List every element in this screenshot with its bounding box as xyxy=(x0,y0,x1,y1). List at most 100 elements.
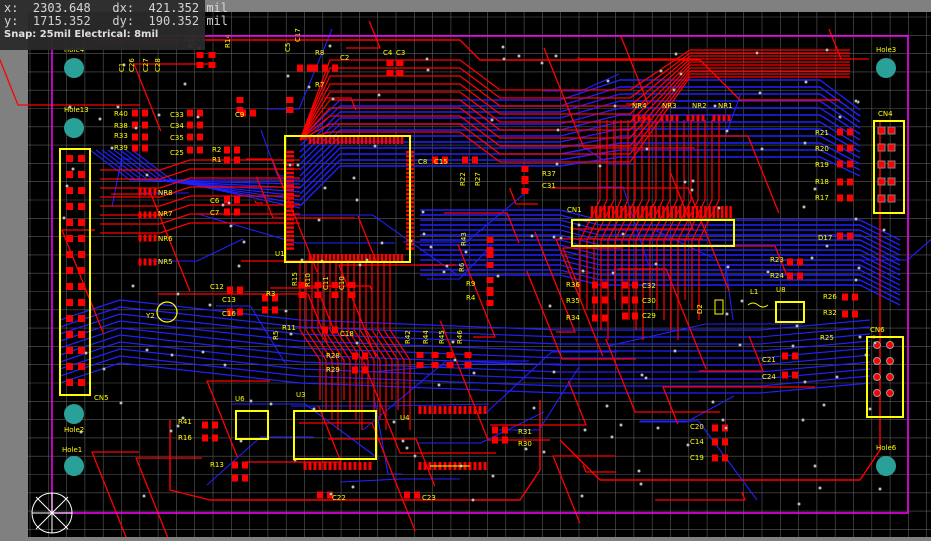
designator-r4[interactable]: R4 xyxy=(466,294,476,302)
designator-r42[interactable]: R42 xyxy=(404,330,412,344)
designator-r27[interactable]: R27 xyxy=(474,172,482,186)
designator-c22[interactable]: C22 xyxy=(332,494,346,502)
designator-r25[interactable]: R25 xyxy=(820,334,834,342)
designator-r19[interactable]: R19 xyxy=(815,161,829,169)
designator-c25[interactable]: C25 xyxy=(170,149,184,157)
designator-c33[interactable]: C33 xyxy=(170,111,184,119)
designator-c13[interactable]: C13 xyxy=(222,296,236,304)
designator-r7[interactable]: R7 xyxy=(315,81,324,89)
designator-c4[interactable]: C4 xyxy=(383,49,393,57)
designator-r26[interactable]: R26 xyxy=(823,293,837,301)
designator-r23[interactable]: R23 xyxy=(770,256,784,264)
designator-nr4[interactable]: NR4 xyxy=(632,102,647,110)
designator-r15[interactable]: R15 xyxy=(291,272,299,286)
designator-r44[interactable]: R44 xyxy=(422,330,430,344)
designator-c16[interactable]: C16 xyxy=(222,310,236,318)
designator-r16[interactable]: R16 xyxy=(178,434,192,442)
designator-r31[interactable]: R31 xyxy=(518,428,532,436)
designator-c23[interactable]: C23 xyxy=(422,494,436,502)
designator-r32[interactable]: R32 xyxy=(823,309,837,317)
designator-d17[interactable]: D17 xyxy=(818,234,832,242)
designator-c27[interactable]: C27 xyxy=(142,58,150,72)
designator-nr3[interactable]: NR3 xyxy=(662,102,677,110)
designator-hole4[interactable]: Hole4 xyxy=(64,46,85,54)
designator-hole13[interactable]: Hole13 xyxy=(64,106,89,114)
designator-r17[interactable]: R17 xyxy=(815,194,829,202)
designator-r38[interactable]: R38 xyxy=(114,122,128,130)
designator-r21[interactable]: R21 xyxy=(815,129,829,137)
designator-r9[interactable]: R9 xyxy=(466,280,475,288)
designator-cn4[interactable]: CN4 xyxy=(878,110,893,118)
designator-u4[interactable]: U4 xyxy=(400,414,410,422)
designator-cn6[interactable]: CN6 xyxy=(870,326,885,334)
designator-c32[interactable]: C32 xyxy=(642,282,656,290)
designator-c12[interactable]: C12 xyxy=(210,283,224,291)
designator-u6[interactable]: U6 xyxy=(235,395,245,403)
designator-r28[interactable]: R28 xyxy=(326,352,340,360)
designator-c19[interactable]: C19 xyxy=(690,454,704,462)
designator-c35[interactable]: C35 xyxy=(170,134,184,142)
designator-nr5[interactable]: NR5 xyxy=(158,258,173,266)
designator-d2[interactable]: D2 xyxy=(696,304,704,314)
designator-u8[interactable]: U8 xyxy=(776,286,786,294)
designator-c20[interactable]: C20 xyxy=(690,423,704,431)
designator-r6[interactable]: R6 xyxy=(458,262,466,272)
designator-r37[interactable]: R37 xyxy=(542,170,556,178)
designator-c18[interactable]: C18 xyxy=(340,330,354,338)
designator-r13[interactable]: R13 xyxy=(210,461,224,469)
designator-r34[interactable]: R34 xyxy=(566,314,580,322)
designator-nr2[interactable]: NR2 xyxy=(692,102,707,110)
designator-c15[interactable]: C15 xyxy=(434,158,448,166)
designator-r11[interactable]: R11 xyxy=(282,324,296,332)
designator-nr6[interactable]: NR6 xyxy=(158,235,173,243)
designator-hole1[interactable]: Hole1 xyxy=(62,446,82,454)
designator-r2[interactable]: R2 xyxy=(212,146,221,154)
designator-hole2[interactable]: Hole2 xyxy=(64,426,84,434)
designator-nr1[interactable]: NR1 xyxy=(718,102,733,110)
designator-c26[interactable]: C26 xyxy=(128,58,136,72)
designator-r24[interactable]: R24 xyxy=(770,272,784,280)
designator-hole3[interactable]: Hole3 xyxy=(876,46,896,54)
designator-cn5[interactable]: CN5 xyxy=(94,394,109,402)
designator-c24[interactable]: C24 xyxy=(762,373,776,381)
designator-r29[interactable]: R29 xyxy=(326,366,340,374)
designator-l1[interactable]: L1 xyxy=(750,288,758,296)
designator-c2[interactable]: C2 xyxy=(340,54,349,62)
designator-r40[interactable]: R40 xyxy=(114,110,128,118)
designator-r8[interactable]: R8 xyxy=(315,49,324,57)
designator-c29[interactable]: C29 xyxy=(642,312,656,320)
designator-c21[interactable]: C21 xyxy=(762,356,776,364)
designator-r41[interactable]: R41 xyxy=(178,418,192,426)
designator-c30[interactable]: C30 xyxy=(642,297,656,305)
designator-c8[interactable]: C8 xyxy=(418,158,427,166)
designator-r3[interactable]: R3 xyxy=(266,290,275,298)
designator-c17[interactable]: C17 xyxy=(294,28,302,42)
designator-c11[interactable]: C11 xyxy=(322,276,330,290)
designator-r10[interactable]: R10 xyxy=(304,273,312,287)
designator-r30[interactable]: R30 xyxy=(518,440,532,448)
designator-c28[interactable]: C28 xyxy=(154,58,162,72)
designator-c7[interactable]: C7 xyxy=(210,209,219,217)
designator-nr7[interactable]: NR7 xyxy=(158,210,173,218)
designator-r18[interactable]: R18 xyxy=(815,178,829,186)
designator-c6[interactable]: C6 xyxy=(210,197,220,205)
designator-y2[interactable]: Y2 xyxy=(145,312,155,320)
designator-c34[interactable]: C34 xyxy=(170,122,184,130)
designator-u3[interactable]: U3 xyxy=(296,391,306,399)
designator-r20[interactable]: R20 xyxy=(815,145,829,153)
designator-r35[interactable]: R35 xyxy=(566,297,580,305)
designator-c1[interactable]: C1 xyxy=(118,63,126,72)
designator-hole6[interactable]: Hole6 xyxy=(876,444,897,452)
designator-c14[interactable]: C14 xyxy=(690,438,704,446)
designator-r46[interactable]: R46 xyxy=(456,330,464,344)
designator-u1[interactable]: U1 xyxy=(275,250,285,258)
designator-c10[interactable]: C10 xyxy=(338,276,346,290)
designator-r14[interactable]: R14 xyxy=(224,34,232,48)
designator-r45[interactable]: R45 xyxy=(438,330,446,344)
designator-r39[interactable]: R39 xyxy=(114,144,128,152)
designator-r5[interactable]: R5 xyxy=(272,331,280,340)
designator-c31[interactable]: C31 xyxy=(542,182,556,190)
designator-cn1[interactable]: CN1 xyxy=(567,206,582,214)
